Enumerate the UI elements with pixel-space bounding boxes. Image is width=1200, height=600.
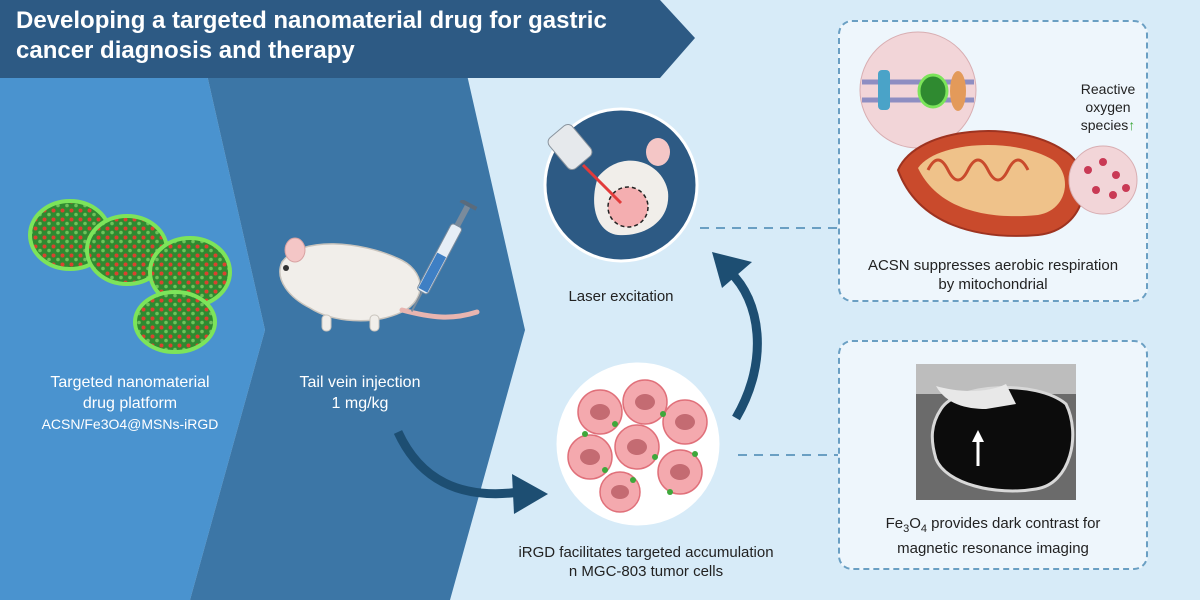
- mri-box: Fe3O4 provides dark contrast for magneti…: [838, 340, 1148, 570]
- accumulation-label: iRGD facilitates targeted accumulation n…: [486, 543, 806, 581]
- platform-label: Targeted nanomaterial drug platform ACSN…: [10, 372, 250, 435]
- title-line-2: cancer diagnosis and therapy: [16, 37, 355, 64]
- page-title: Developing a targeted nanomaterial drug …: [16, 6, 696, 66]
- flow-arrow-to-tumor: [393, 430, 521, 499]
- laser-excitation-icon: [543, 107, 699, 263]
- mri-sub-4: 4: [920, 523, 927, 535]
- respiration-line-2: by mitochondrial: [938, 276, 1048, 293]
- mri-sub-3: 3: [903, 523, 910, 535]
- increase-arrow-icon: ↑: [1128, 117, 1136, 133]
- panel-platform: [0, 0, 265, 600]
- platform-line-3: ACSN/Fe3O4@MSNs-iRGD: [41, 416, 219, 432]
- ros-line-3-text: species: [1080, 117, 1129, 133]
- respiration-box: Reactive oxygen species↑ ACSN suppresses…: [838, 20, 1148, 302]
- flow-arrow-to-laser-head: [712, 252, 752, 288]
- mri-line-1: Fe3O4 provides dark contrast for: [844, 514, 1142, 539]
- platform-line-2: drug platform: [82, 395, 178, 412]
- ros-line-1: Reactive: [1080, 81, 1136, 97]
- injection-line-1: Tail vein injection: [299, 374, 421, 391]
- mouse-injection-icon: [279, 200, 480, 332]
- title-band: [0, 0, 695, 78]
- flow-arrow-to-laser: [726, 268, 762, 421]
- mitochondria-icon: [859, 31, 1138, 237]
- respiration-label: ACSN suppresses aerobic respiration by m…: [844, 256, 1142, 294]
- mri-line-1-rest: provides dark contrast for: [927, 515, 1101, 532]
- flow-arrow-to-tumor-head: [512, 474, 548, 514]
- ros-label: Reactive oxygen species↑: [1068, 80, 1148, 134]
- nanoparticle-cluster-icon: [28, 199, 232, 354]
- injection-line-2: 1 mg/kg: [331, 395, 389, 412]
- platform-line-1: Targeted nanomaterial: [50, 374, 210, 391]
- title-line-1: Developing a targeted nanomaterial drug …: [16, 7, 607, 34]
- accumulation-line-2: n MGC-803 tumor cells: [568, 563, 724, 580]
- injection-label: Tail vein injection 1 mg/kg: [270, 372, 450, 414]
- respiration-line-1: ACSN suppresses aerobic respiration: [867, 257, 1119, 274]
- mri-fe: Fe: [885, 515, 904, 532]
- mri-label: Fe3O4 provides dark contrast for magneti…: [844, 514, 1142, 558]
- mri-line-2: magnetic resonance imaging: [897, 540, 1089, 557]
- accumulation-line-1: iRGD facilitates targeted accumulation: [518, 544, 774, 561]
- mri-scan-image: [916, 364, 1076, 500]
- mri-o: O: [909, 515, 921, 532]
- laser-label: Laser excitation: [568, 288, 674, 305]
- ros-line-3: species↑: [1068, 116, 1148, 134]
- ros-line-2: oxygen: [1085, 99, 1131, 115]
- tumor-cells-icon: [556, 362, 720, 526]
